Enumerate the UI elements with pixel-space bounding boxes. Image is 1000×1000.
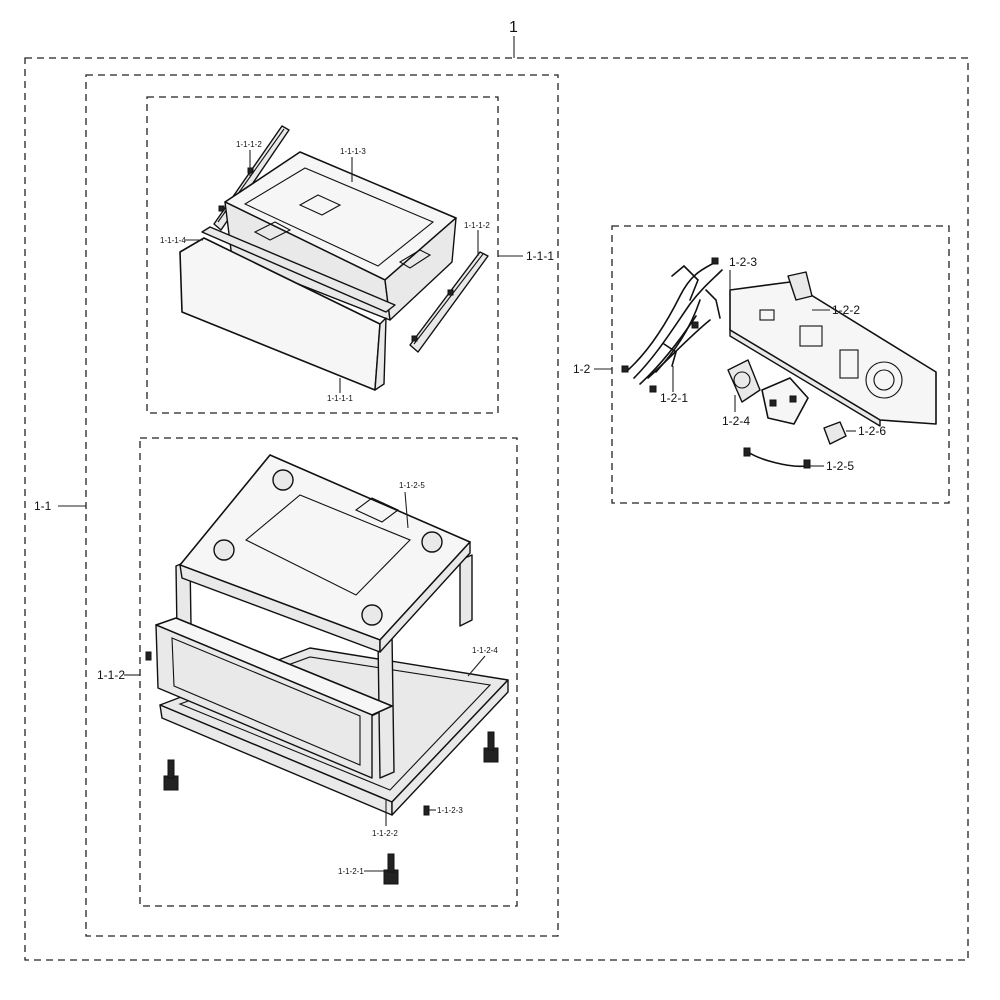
- assembly-1-2-box: [611, 225, 950, 504]
- water-valve: [761, 377, 809, 425]
- label-1-1-1-1: 1-1-1-1: [327, 394, 353, 403]
- pedestal-frame: [145, 454, 509, 885]
- control-bracket: [729, 271, 937, 427]
- label-1-1-2-4: 1-1-2-4: [472, 646, 498, 655]
- switch-1-2-6: [823, 421, 847, 445]
- label-1-2: 1-2: [573, 362, 591, 376]
- label-1-1-1-2-left: 1-1-1-2: [236, 140, 262, 149]
- wire-harness: [621, 257, 723, 393]
- assembly-1-box: [24, 57, 969, 961]
- hose-1-2-5: [743, 447, 811, 469]
- assembly-1-1-1-box: [146, 96, 499, 414]
- bolt-1-1-2-1-b: [483, 731, 499, 763]
- assembly-1-1-2-box: [139, 437, 518, 907]
- label-1-2-5: 1-2-5: [826, 459, 854, 473]
- bolt-1-1-2-1-c: [383, 853, 399, 885]
- label-1-1-1-3: 1-1-1-3: [340, 147, 366, 156]
- label-1-1: 1-1: [34, 499, 52, 513]
- label-1-1-1-2-right: 1-1-1-2: [464, 221, 490, 230]
- label-1-1-2-1: 1-1-2-1: [338, 867, 364, 876]
- label-1-1-2-3: 1-1-2-3: [437, 806, 463, 815]
- label-1-2-4: 1-2-4: [722, 414, 750, 428]
- label-1-2-6: 1-2-6: [858, 424, 886, 438]
- bolt-1-1-2-1-a: [163, 759, 179, 791]
- label-assembly-1: 1: [509, 19, 518, 36]
- label-1-1-1: 1-1-1: [526, 249, 554, 263]
- label-1-1-1-4: 1-1-1-4: [160, 236, 186, 245]
- drawer-assembly: [179, 125, 489, 391]
- label-1-2-3: 1-2-3: [729, 255, 757, 269]
- pressure-sensor: [727, 359, 761, 403]
- label-1-1-2-2: 1-1-2-2: [372, 829, 398, 838]
- label-1-1-2: 1-1-2: [97, 668, 125, 682]
- label-1-2-1: 1-2-1: [660, 391, 688, 405]
- label-1-1-2-5: 1-1-2-5: [399, 481, 425, 490]
- label-1-2-2: 1-2-2: [832, 303, 860, 317]
